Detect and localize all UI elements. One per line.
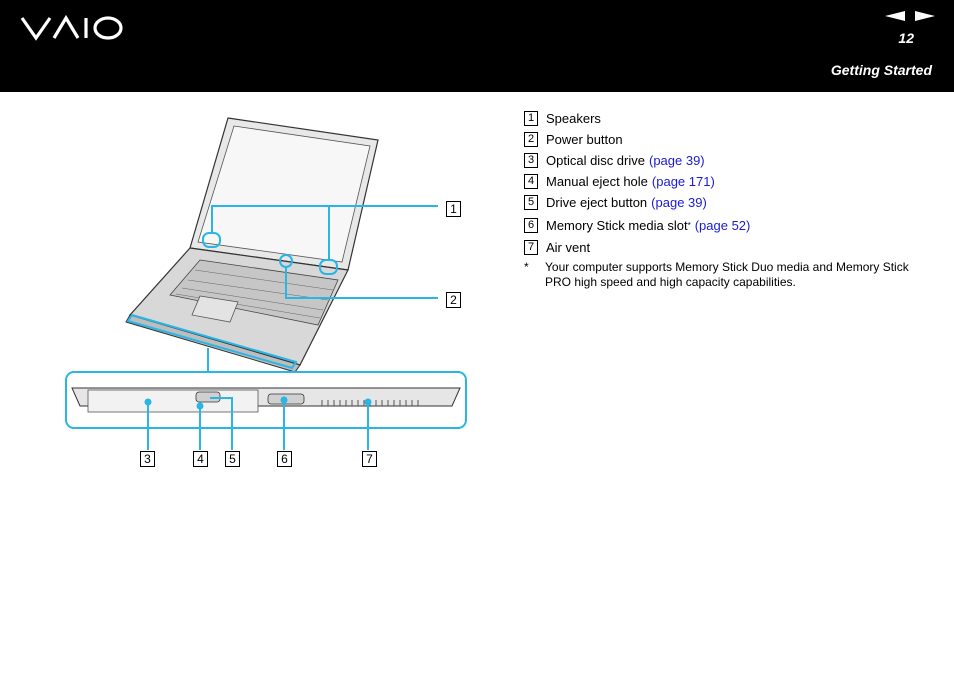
section-title: Getting Started [830, 62, 932, 78]
page-link[interactable]: (page 39) [648, 153, 705, 168]
footnote-marker: * [687, 220, 691, 230]
page-header: 12 Getting Started [0, 0, 954, 92]
vaio-logo [20, 12, 130, 49]
laptop-illustration: 1 2 3 4 5 6 7 [60, 110, 480, 480]
legend-num: 2 [524, 132, 538, 147]
callout-6: 6 [277, 451, 292, 467]
legend-item-manual-eject-hole: 4 Manual eject hole (page 171) [524, 171, 934, 192]
legend-num: 5 [524, 195, 538, 210]
legend-item-speakers: 1 Speakers [524, 108, 934, 129]
legend-item-drive-eject-button: 5 Drive eject button (page 39) [524, 192, 934, 213]
legend-label: Power button [546, 132, 623, 147]
legend-num: 7 [524, 240, 538, 255]
legend-label: Memory Stick media slot [546, 217, 688, 233]
page-link[interactable]: (page 171) [651, 174, 715, 189]
callout-3: 3 [140, 451, 155, 467]
legend-item-memory-stick-slot: 6 Memory Stick media slot* (page 52) [524, 213, 934, 237]
legend-item-power-button: 2 Power button [524, 129, 934, 150]
legend-item-air-vent: 7 Air vent [524, 237, 934, 258]
legend-label: Speakers [546, 111, 601, 126]
page-link[interactable]: (page 52) [694, 217, 751, 233]
legend-num: 3 [524, 153, 538, 168]
legend-label: Drive eject button [546, 195, 648, 210]
legend-item-optical-disc-drive: 3 Optical disc drive (page 39) [524, 150, 934, 171]
legend-num: 4 [524, 174, 538, 189]
legend-num: 1 [524, 111, 538, 126]
callout-7: 7 [362, 451, 377, 467]
left-arrow-icon[interactable] [884, 10, 906, 22]
footnote: * Your computer supports Memory Stick Du… [524, 260, 934, 290]
page-link[interactable]: (page 39) [651, 195, 707, 210]
right-arrow-icon[interactable] [914, 10, 936, 22]
legend-label: Air vent [546, 240, 591, 255]
legend-label: Optical disc drive [546, 153, 645, 168]
callout-1: 1 [446, 201, 461, 217]
legend-num: 6 [524, 217, 538, 233]
legend-label: Manual eject hole [546, 174, 648, 189]
component-legend: 1 Speakers 2 Power button 3 Optical disc… [524, 108, 934, 290]
page-number: 12 [898, 30, 914, 46]
callout-2: 2 [446, 292, 461, 308]
footnote-star: * [524, 260, 529, 274]
callout-4: 4 [193, 451, 208, 467]
callout-5: 5 [225, 451, 240, 467]
footnote-text: Your computer supports Memory Stick Duo … [545, 260, 909, 289]
